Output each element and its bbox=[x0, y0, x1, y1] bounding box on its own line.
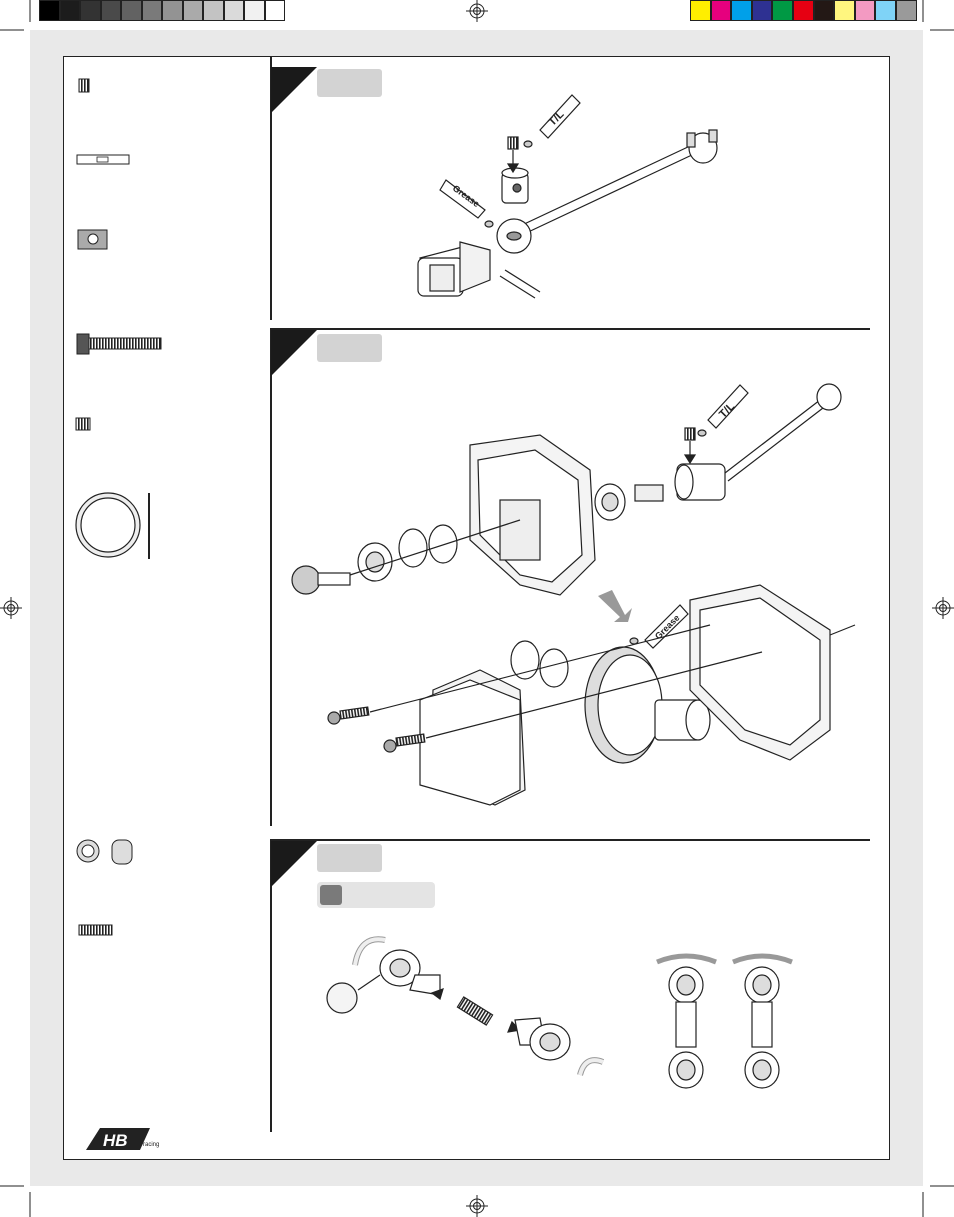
threaded-rod-icon bbox=[78, 924, 113, 936]
color-swatch bbox=[793, 0, 814, 21]
registration-right-icon bbox=[932, 597, 954, 619]
gray-swatch bbox=[100, 0, 121, 21]
step-3-illustration bbox=[326, 936, 793, 1089]
column-divider-1 bbox=[270, 57, 272, 320]
step-separator-2 bbox=[270, 328, 870, 330]
step-1-number-box bbox=[317, 69, 382, 97]
brand-logo: HB racing bbox=[86, 1128, 159, 1150]
color-swatch bbox=[834, 0, 855, 21]
set-screw-icon bbox=[78, 78, 90, 93]
registration-top-icon bbox=[466, 0, 488, 22]
bearing-icon bbox=[594, 483, 626, 521]
color-swatch bbox=[690, 0, 711, 21]
turnbuckle-assembled-right-icon bbox=[732, 953, 793, 1089]
gray-swatch bbox=[203, 0, 224, 21]
cap-screw-icon bbox=[327, 706, 370, 725]
svg-text:racing: racing bbox=[143, 1142, 159, 1148]
gray-swatch bbox=[141, 0, 162, 21]
grease-tube-icon: Grease bbox=[439, 179, 486, 219]
color-swatch bbox=[710, 0, 732, 21]
turnbuckle-assembled-left-icon bbox=[656, 953, 717, 1089]
set-screw-short-icon bbox=[75, 417, 91, 431]
cap-screw-icon bbox=[76, 333, 162, 355]
registration-left-icon bbox=[0, 597, 22, 619]
pin-icon bbox=[76, 154, 130, 165]
gray-swatch bbox=[182, 0, 203, 21]
threadlock-tube-icon: T/L bbox=[707, 384, 749, 429]
ball-icon bbox=[76, 839, 133, 865]
gray-swatch bbox=[223, 0, 244, 21]
column-divider-3 bbox=[270, 839, 272, 1132]
step-2-number-box bbox=[317, 334, 382, 362]
gray-swatch bbox=[162, 0, 183, 21]
threadlock-tube-icon: T/L bbox=[539, 94, 581, 139]
color-swatch bbox=[854, 0, 876, 21]
gray-swatch bbox=[121, 0, 142, 21]
direction-arrow-icon bbox=[598, 590, 632, 622]
color-swatch bbox=[875, 0, 896, 21]
step-1-marker bbox=[271, 67, 317, 113]
gray-swatch bbox=[264, 0, 285, 21]
rotate-arrow-icon bbox=[352, 936, 386, 966]
gray-swatch bbox=[80, 0, 101, 21]
column-divider-2 bbox=[270, 329, 272, 826]
step-3-marker bbox=[271, 841, 317, 887]
sub-step-dot bbox=[320, 885, 342, 905]
gray-swatch bbox=[244, 0, 265, 21]
step-1-illustration: T/L Grease bbox=[417, 94, 718, 299]
o-ring-icon bbox=[75, 492, 150, 559]
step-2-marker bbox=[271, 330, 317, 376]
step-3-sub-label bbox=[317, 882, 435, 908]
bearing-icon bbox=[357, 542, 393, 582]
color-swatch bbox=[772, 0, 793, 21]
step-2-illustration: T/L Grease bbox=[291, 383, 856, 806]
color-swatch bbox=[731, 0, 752, 21]
registration-bottom-icon bbox=[466, 1195, 488, 1217]
color-swatch bbox=[896, 0, 917, 21]
svg-text:HB: HB bbox=[103, 1131, 128, 1150]
step-3-number-box bbox=[317, 844, 382, 872]
cap-screw-icon bbox=[383, 733, 426, 753]
rod-end-icon bbox=[379, 949, 441, 996]
step-separator-3 bbox=[270, 839, 870, 841]
differential-icon bbox=[584, 646, 711, 764]
square-nut-icon bbox=[77, 229, 108, 250]
gray-swatch bbox=[39, 0, 60, 21]
rotate-arrow-icon bbox=[577, 1057, 605, 1076]
gray-swatch bbox=[59, 0, 80, 21]
rod-end-icon bbox=[514, 1017, 571, 1061]
pinion-gear-icon bbox=[291, 565, 351, 595]
color-swatch bbox=[813, 0, 835, 21]
grease-tube-icon: Grease bbox=[644, 604, 689, 649]
color-swatch bbox=[751, 0, 773, 21]
